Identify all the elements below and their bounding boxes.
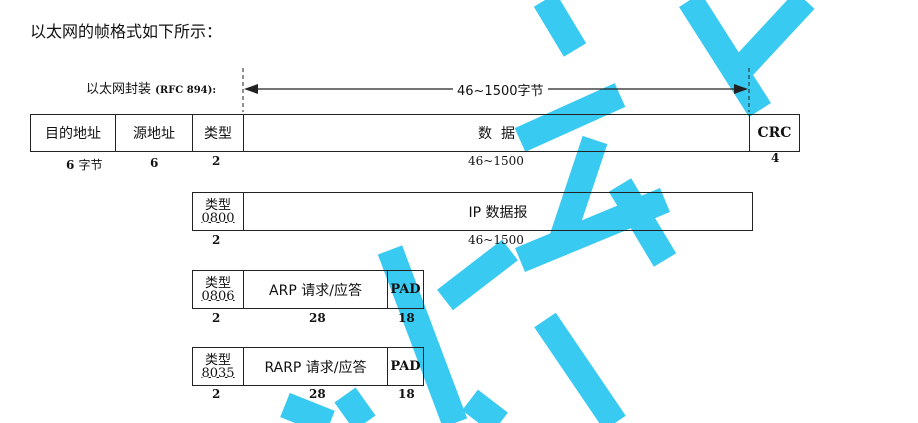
encapsulation-title: 以太网封装 [86, 82, 152, 97]
arp-payload-label: ARP 请求/应答 [269, 282, 362, 299]
rarp-size-payload: 28 [309, 387, 326, 401]
encapsulation-label: 以太网封装 (RFC 894): [86, 78, 216, 97]
field-type: 类型 [192, 114, 244, 152]
watermark-stroke [730, 0, 815, 79]
size-data: 46~1500 [468, 154, 524, 168]
watermark-stroke [534, 312, 626, 423]
arp-size-pad: 18 [398, 311, 415, 325]
size-crc: 4 [771, 151, 780, 165]
ip-size-payload: 46~1500 [468, 233, 524, 247]
arp-type-label: 类型 [204, 275, 231, 291]
ip-type-label: 类型 [204, 197, 231, 213]
range-label: 46~1500字节 [453, 80, 548, 99]
rarp-type-field: 类型 8035 [192, 347, 244, 386]
watermark-stroke [679, 0, 771, 117]
rarp-type-code: 8035 [201, 365, 235, 381]
watermark-stroke [462, 389, 508, 423]
size-destination: 6 字节 [66, 156, 103, 173]
size-destination-value: 6 [66, 158, 75, 172]
field-destination-label: 目的地址 [45, 126, 101, 142]
field-source: 源地址 [115, 114, 193, 152]
size-destination-unit: 字节 [78, 158, 103, 172]
field-crc: CRC [749, 114, 800, 152]
arp-type-field: 类型 0806 [192, 270, 244, 309]
size-type: 2 [212, 154, 221, 168]
field-source-label: 源地址 [133, 126, 175, 142]
ip-size-type: 2 [212, 233, 221, 247]
ip-datagram-field: IP 数据报 [243, 192, 753, 231]
watermark-stroke [377, 245, 468, 423]
ip-type-code: 0800 [201, 210, 235, 226]
watermark-stroke [280, 392, 335, 423]
ip-datagram-label: IP 数据报 [468, 204, 528, 221]
ip-type-field: 类型 0800 [192, 192, 244, 231]
rarp-pad-field: PAD [387, 347, 424, 386]
arp-payload-field: ARP 请求/应答 [243, 270, 388, 309]
rarp-pad-label: PAD [390, 359, 421, 374]
field-destination: 目的地址 [30, 114, 116, 152]
size-source: 6 [150, 156, 159, 170]
rarp-size-type: 2 [212, 387, 221, 401]
watermark-stroke [608, 178, 677, 267]
arp-pad-label: PAD [390, 282, 421, 297]
intro-text: 以太网的帧格式如下所示： [30, 22, 223, 41]
rarp-payload-field: RARP 请求/应答 [243, 347, 388, 386]
arp-type-code: 0806 [201, 288, 235, 304]
watermark-stroke [514, 83, 626, 152]
arp-size-type: 2 [212, 311, 221, 325]
rarp-size-pad: 18 [398, 387, 415, 401]
watermark-stroke [437, 239, 518, 311]
field-crc-label: CRC [757, 125, 792, 141]
rfc-reference: (RFC 894): [155, 85, 217, 96]
rarp-type-label: 类型 [204, 352, 231, 368]
rarp-payload-label: RARP 请求/应答 [264, 359, 367, 376]
watermark-stroke [334, 387, 376, 423]
arp-pad-field: PAD [387, 270, 424, 309]
arp-size-payload: 28 [309, 311, 326, 325]
field-data: 数 据 [243, 114, 750, 152]
range-arrow-left-head [244, 84, 258, 94]
watermark-stroke [533, 0, 587, 57]
field-type-label: 类型 [204, 126, 232, 142]
range-arrow-right-head [734, 84, 748, 94]
field-data-label: 数 据 [478, 126, 515, 142]
